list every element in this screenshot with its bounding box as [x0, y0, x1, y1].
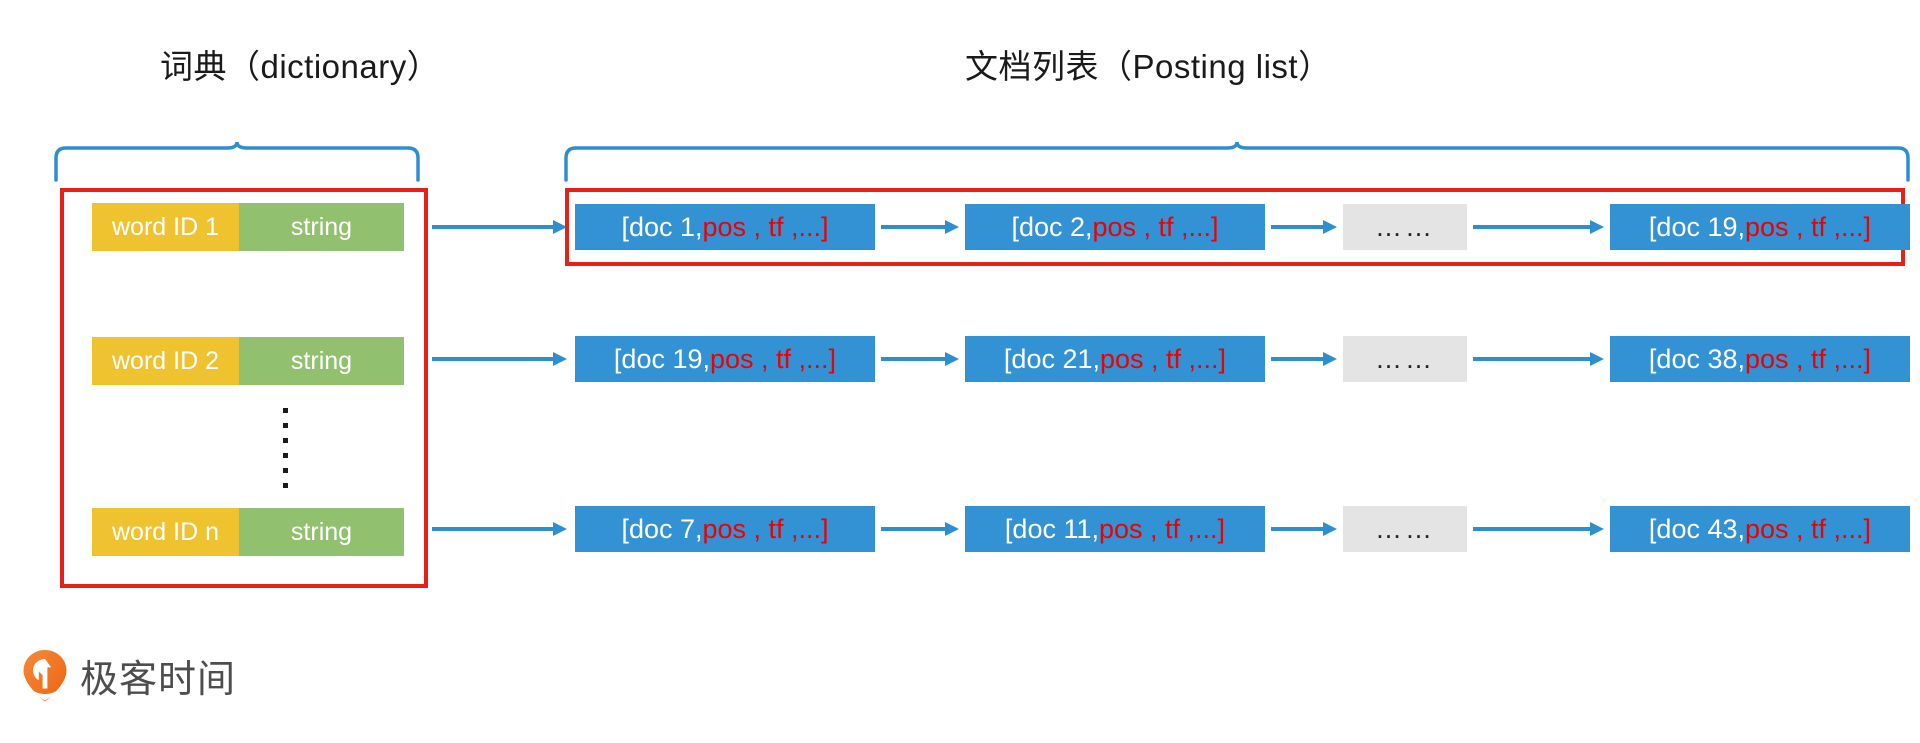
- posting-entry[interactable]: [doc 1, pos , tf ,...]: [575, 204, 875, 250]
- dictionary-word-id: word ID 1: [92, 203, 239, 251]
- arrow-next-posting: [1271, 220, 1337, 234]
- posting-entry[interactable]: [doc 21, pos , tf ,...]: [965, 336, 1265, 382]
- posting-ellipsis: ……: [1343, 506, 1467, 552]
- posting-entry-attrs: pos , tf ,...]: [702, 513, 829, 544]
- posting-list-row: [doc 19, pos , tf ,...] [doc 21, pos , t…: [575, 336, 1910, 382]
- posting-ellipsis: ……: [1343, 336, 1467, 382]
- posting-entry[interactable]: [doc 7, pos , tf ,...]: [575, 506, 875, 552]
- dictionary-row[interactable]: word ID 1 string: [92, 203, 404, 251]
- dictionary-row[interactable]: word ID 2 string: [92, 337, 404, 385]
- arrow-next-posting: [1473, 522, 1604, 536]
- posting-entry-attrs: pos , tf ,...]: [1745, 211, 1872, 242]
- arrow-next-posting: [881, 522, 959, 536]
- posting-entry-doc: [doc 11,: [1004, 513, 1099, 544]
- arrow-next-posting: [1271, 352, 1337, 366]
- dictionary-row[interactable]: word ID n string: [92, 508, 404, 556]
- posting-entry[interactable]: [doc 2, pos , tf ,...]: [965, 204, 1265, 250]
- posting-entry-doc: [doc 21,: [1003, 343, 1100, 374]
- brace-posting-list: [564, 142, 1910, 182]
- brace-dictionary: [54, 142, 420, 182]
- posting-entry[interactable]: [doc 19, pos , tf ,...]: [1610, 204, 1910, 250]
- arrow-next-posting: [1473, 352, 1604, 366]
- posting-entry-attrs: pos , tf ,...]: [1092, 211, 1219, 242]
- geekbang-pin-icon: [23, 649, 67, 701]
- arrow-dictionary-to-posting-row-2: [432, 352, 567, 366]
- arrow-next-posting: [881, 352, 959, 366]
- posting-entry-doc: [doc 1,: [621, 211, 703, 242]
- posting-entry-doc: [doc 43,: [1648, 513, 1745, 544]
- posting-entry[interactable]: [doc 11, pos , tf ,...]: [965, 506, 1265, 552]
- dictionary-word-id: word ID n: [92, 508, 239, 556]
- arrow-next-posting: [1473, 220, 1604, 234]
- brand-logo: 极客时间: [22, 648, 236, 703]
- arrow-dictionary-to-posting-row-3: [432, 522, 567, 536]
- posting-entry-attrs: pos , tf ,...]: [1099, 513, 1226, 544]
- posting-ellipsis: ……: [1343, 204, 1467, 250]
- posting-entry-doc: [doc 38,: [1648, 343, 1745, 374]
- arrow-dictionary-to-posting-row-1: [432, 220, 567, 234]
- posting-entry-doc: [doc 7,: [621, 513, 703, 544]
- posting-list-row: [doc 7, pos , tf ,...] [doc 11, pos , tf…: [575, 506, 1910, 552]
- posting-entry-doc: [doc 19,: [1648, 211, 1745, 242]
- posting-entry-doc: [doc 19,: [613, 343, 710, 374]
- dictionary-word-id: word ID 2: [92, 337, 239, 385]
- posting-entry-doc: [doc 2,: [1011, 211, 1093, 242]
- page-title-posting-list: 文档列表（Posting list）: [965, 48, 1332, 85]
- page-title-dictionary: 词典（dictionary）: [160, 48, 441, 85]
- posting-entry-attrs: pos , tf ,...]: [1745, 343, 1872, 374]
- posting-entry-attrs: pos , tf ,...]: [1100, 343, 1227, 374]
- posting-entry-attrs: pos , tf ,...]: [702, 211, 829, 242]
- posting-entry-attrs: pos , tf ,...]: [1745, 513, 1872, 544]
- brand-logo-text: 极客时间: [80, 659, 237, 701]
- posting-entry[interactable]: [doc 38, pos , tf ,...]: [1610, 336, 1910, 382]
- dictionary-string: string: [239, 337, 404, 385]
- posting-entry-attrs: pos , tf ,...]: [710, 343, 837, 374]
- posting-entry[interactable]: [doc 43, pos , tf ,...]: [1610, 506, 1910, 552]
- posting-entry[interactable]: [doc 19, pos , tf ,...]: [575, 336, 875, 382]
- arrow-next-posting: [881, 220, 959, 234]
- arrow-next-posting: [1271, 522, 1337, 536]
- posting-list-row: [doc 1, pos , tf ,...] [doc 2, pos , tf …: [575, 204, 1910, 250]
- dictionary-string: string: [239, 508, 404, 556]
- vertical-ellipsis-icon: [280, 408, 290, 488]
- dictionary-string: string: [239, 203, 404, 251]
